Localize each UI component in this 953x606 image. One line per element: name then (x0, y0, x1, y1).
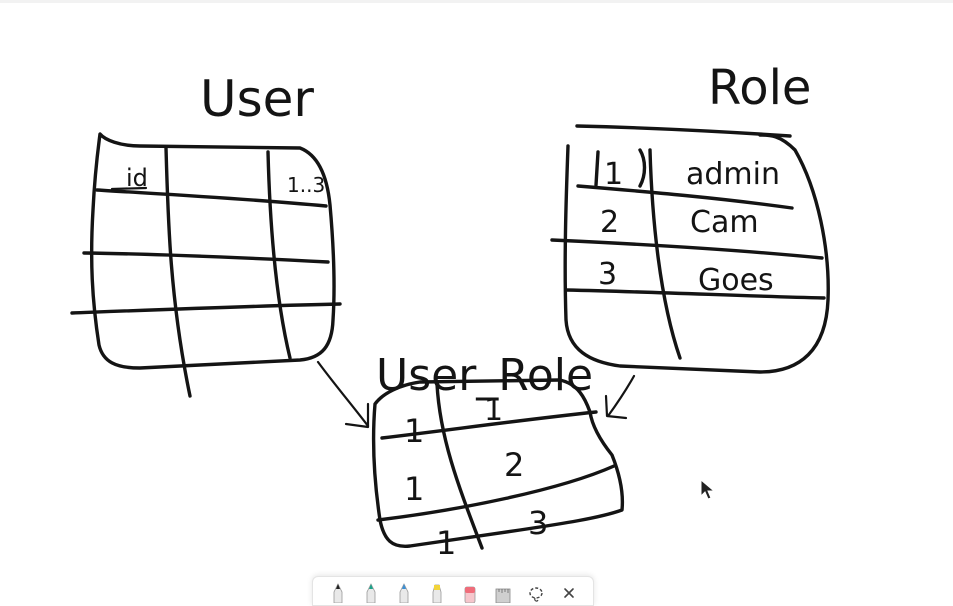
mouse-pointer-icon (700, 479, 716, 500)
close-toolbar-button[interactable] (558, 583, 580, 603)
arrow-role-to-userrole (604, 374, 636, 420)
ruler-tool[interactable] (492, 583, 514, 603)
role-row-2-name: Cam (690, 205, 759, 240)
pen-icon (366, 583, 375, 603)
user-table-outline (89, 132, 336, 370)
role-row-line-1 (576, 184, 794, 210)
user-col-line-2 (266, 150, 292, 360)
user-table: User id 1..3 (70, 70, 342, 398)
user-col-line-1 (164, 146, 192, 398)
drawing-toolbar (312, 576, 594, 606)
arrow-user-to-userrole (316, 360, 370, 429)
user-id-underline (110, 186, 148, 191)
user-role-row-3-role: 3 (528, 504, 548, 542)
role-row-2-id: 2 (600, 205, 619, 240)
role-row-3-name: Goes (698, 263, 774, 298)
role-table-outline (563, 133, 830, 374)
role-left-bracket (594, 150, 600, 187)
role-col-line (648, 148, 682, 360)
user-id-header: id (126, 164, 148, 192)
user-row-line-3 (70, 302, 342, 315)
eraser-icon (464, 586, 475, 603)
user-row-line-1 (95, 188, 328, 208)
role-top-line (575, 124, 792, 138)
user-roles-header: 1..3 (287, 173, 325, 197)
user-role-row-2-user: 1 (404, 470, 424, 508)
user-role-table: User_Role 1 1 1 2 1 3 (371, 350, 625, 562)
close-icon (563, 588, 574, 598)
eraser-tool[interactable] (459, 583, 481, 603)
user-role-row-line-2 (376, 464, 616, 522)
user-row-line-2 (82, 251, 330, 264)
user-role-row-2-role: 2 (504, 446, 524, 484)
role-row-1-id: 1 (604, 157, 623, 192)
user-role-title: User_Role (376, 350, 593, 401)
role-row-line-2 (550, 238, 824, 260)
pen-icon (399, 583, 408, 603)
highlighter-icon (432, 584, 441, 603)
user-role-row-1-user: 1 (404, 412, 424, 450)
pen-teal-tool[interactable] (360, 583, 382, 603)
pen-blue-tool[interactable] (393, 583, 415, 603)
user-role-row-1-role: 1 (484, 393, 503, 428)
lasso-icon (528, 587, 543, 602)
user-role-row-3-user: 1 (436, 524, 456, 562)
role-row-3-id: 3 (598, 257, 617, 292)
role-title: Role (708, 60, 811, 116)
highlighter-tool[interactable] (426, 583, 448, 603)
role-row-1-name: admin (686, 157, 780, 192)
ruler-icon (495, 588, 510, 603)
role-table: Role 1 admin 2 Cam 3 Goes (550, 60, 830, 374)
user-role-row-line-1 (380, 410, 598, 440)
role-right-bracket (638, 148, 647, 188)
user-title: User (200, 70, 314, 128)
pen-black-tool[interactable] (327, 583, 349, 603)
window-top-edge (0, 0, 953, 3)
lasso-tool[interactable] (525, 583, 547, 603)
role-row-line-3 (564, 288, 826, 300)
user-role-col-line (435, 382, 484, 550)
pen-icon (333, 583, 342, 603)
